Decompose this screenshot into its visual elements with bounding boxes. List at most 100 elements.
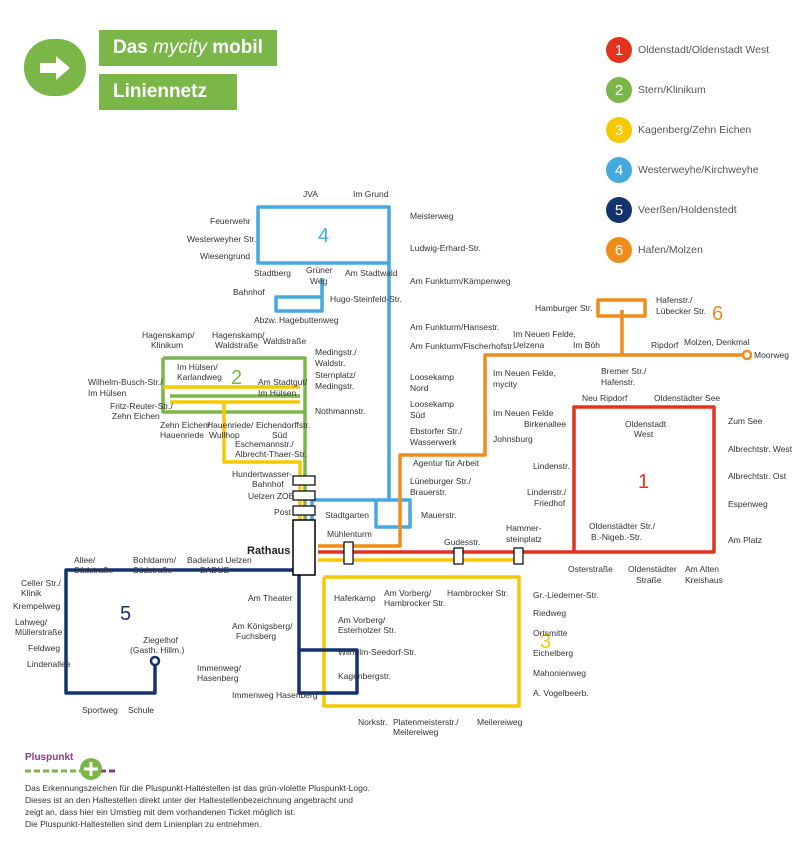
stop-stadtgarten: Stadtgarten xyxy=(325,510,369,520)
stop-am-funkturm-kaempen: Am Funkturm/Kämpenweg xyxy=(410,276,511,286)
line-4-number: 4 xyxy=(318,225,329,247)
stop-im-boeh: Im Böh xyxy=(573,340,600,350)
stop-hagenskamp-klinikum-2: Klinikum xyxy=(151,340,183,350)
stop-platenmeister-2: Meilereiweg xyxy=(393,727,439,737)
stop-mauerstr: Mauerstr. xyxy=(421,510,456,520)
stop-a-vogelbeerb: A. Vogelbeerb. xyxy=(533,688,589,698)
stop-im-huelsen-karl-1: Im Hülsen/ xyxy=(177,362,218,372)
stop-am-platz: Am Platz xyxy=(728,535,762,545)
stop-celler-1: Celler Str./ xyxy=(21,578,61,588)
stop-loosekamp-nord-2: Nord xyxy=(410,383,429,393)
stop-agentur: Agentur für Arbeit xyxy=(413,458,480,468)
stop-im-neuen-felde-mycity-2: mycity xyxy=(493,379,518,389)
page-subtitle: Liniennetz xyxy=(99,74,237,110)
stop-ziegelhof-2: (Gasth. Hillm.) xyxy=(130,645,184,655)
note-line-2: Dieses ist an den Haltestellen direkt un… xyxy=(25,795,353,805)
legend-item-6[interactable]: 6 Hafen/Molzen xyxy=(606,230,796,270)
line-5-number: 5 xyxy=(120,603,131,625)
stop-wiesengrund: Wiesengrund xyxy=(200,251,250,261)
page-title: Das mycity mobil xyxy=(99,30,277,66)
stop-bohldamm-2: Südstraße xyxy=(133,565,172,575)
stop-gruener-weg-1: Grüner xyxy=(306,265,333,275)
legend-label-5: Veerßen/Holdenstedt xyxy=(638,204,737,216)
muehlenturm-hub xyxy=(343,541,354,565)
stop-meilereiweg: Meilereiweg xyxy=(477,717,523,727)
stop-am-vorberg-est-1: Am Vorberg/ xyxy=(338,615,386,625)
stop-eichendorff-1: Eichendorffstr. xyxy=(256,420,310,430)
stop-medingstr-2: Waldstr. xyxy=(315,358,345,368)
stop-im-neuen-felde-uelzena-1: Im Neuen Felde, xyxy=(513,329,576,339)
stop-hammersteinplatz-2: steinplatz xyxy=(506,534,542,544)
stop-nothmannstr: Nothmannstr. xyxy=(315,406,366,416)
stop-badeland-1: Badeland Uelzen xyxy=(187,555,252,565)
stop-oldenst-nigeb-1: Oldenstädter Str./ xyxy=(589,521,656,531)
note-line-3: zeigt an, dass hier ein Umstieg mit dem … xyxy=(25,807,296,817)
post-hub xyxy=(292,505,316,516)
line-2-badge: 2 xyxy=(606,77,632,103)
line-3-badge: 3 xyxy=(606,117,632,143)
stop-wilhelm-seedorf: Wilhelm-Seedorf-Str. xyxy=(338,647,416,657)
rathaus-hub xyxy=(292,519,316,576)
stop-lindenallee: Lindenallee xyxy=(27,659,71,669)
line-5-route xyxy=(64,568,359,695)
stop-am-stadtgut-1: Am Stadtgut/ xyxy=(258,377,308,387)
stop-lueneburger-1: Lüneburger Str./ xyxy=(410,476,472,486)
legend-item-3[interactable]: 3 Kagenberg/Zehn Eichen xyxy=(606,110,796,150)
stop-bohldamm-1: Bohldamm/ xyxy=(133,555,177,565)
route-lines xyxy=(64,205,745,708)
line-3-route xyxy=(163,385,521,708)
stop-sternplatz-2: Medingstr. xyxy=(315,381,354,391)
stop-neu-ripdorf: Neu Ripdorf xyxy=(582,393,628,403)
stop-allee-2: Südstraße xyxy=(74,565,113,575)
stop-gruener-weg-2: Weg xyxy=(310,276,328,286)
stop-oldenst-strasse-2: Straße xyxy=(636,575,662,585)
stop-am-vorberg-hamb-2: Hambrocker Str. xyxy=(384,598,445,608)
legend-label-4: Westerweyhe/Kirchweyhe xyxy=(638,164,759,176)
stop-eschemann-2: Albrecht-Thaer-Str. xyxy=(235,449,307,459)
stop-loosekamp-sued-1: Loosekamp xyxy=(410,399,454,409)
stop-riedweg: Riedweg xyxy=(533,608,566,618)
stop-albrecht-west: Albrechtstr. West xyxy=(728,444,793,454)
stop-ziegelhof-1: Ziegelhof xyxy=(143,635,179,645)
stop-am-funkturm-fischer: Am Funkturm/Fischerhofstr. xyxy=(410,341,514,351)
stop-hafenstr-1: Hafenstr./ xyxy=(656,295,693,305)
stop-am-stadtgut-2: Im Hülsen xyxy=(258,388,297,398)
stop-espenweg: Espenweg xyxy=(728,499,768,509)
stop-zehn-eichen-2: Hauenriede xyxy=(160,430,204,440)
stop-molzen: Molzen, Denkmal xyxy=(684,337,750,347)
stop-im-neuen-felde-uelzena-2: Uelzena xyxy=(513,340,544,350)
stop-feuerwehr: Feuerwehr xyxy=(210,216,251,226)
stop-bremer-1: Bremer Str./ xyxy=(601,366,647,376)
stop-am-koenigsberg-2: Fuchsberg xyxy=(236,631,276,641)
stop-ortsmitte: Ortsmitte xyxy=(533,628,568,638)
stop-waldstrasse: Waldstraße xyxy=(263,336,306,346)
line-6-number: 6 xyxy=(712,303,723,325)
stop-hagenskamp-klinikum-1: Hagenskamp/ xyxy=(142,330,195,340)
stop-oldenstadt-west-2: West xyxy=(634,429,654,439)
stop-allee-1: Allee/ xyxy=(74,555,96,565)
line-6-route xyxy=(318,298,745,548)
line-6-badge: 6 xyxy=(606,237,632,263)
stop-johnsburg: Johnsburg xyxy=(493,434,533,444)
legend-label-6: Hafen/Molzen xyxy=(638,244,703,256)
stop-zum-see: Zum See xyxy=(728,416,763,426)
arrow-right-icon xyxy=(24,39,86,96)
legend-label-3: Kagenberg/Zehn Eichen xyxy=(638,124,752,136)
stop-am-alten-1: Am Alten xyxy=(685,564,719,574)
stop-am-stadtwald: Am Stadtwald xyxy=(345,268,398,278)
stop-gudesstr: Gudesstr. xyxy=(444,537,480,547)
stop-im-neuen-felde: Im Neuen Felde xyxy=(493,408,554,418)
line-2-route xyxy=(161,356,307,545)
stop-im-grund: Im Grund xyxy=(353,189,389,199)
line-4-route xyxy=(256,205,412,542)
stop-eichendorff-2: Süd xyxy=(272,430,287,440)
stop-zehn-eichen-1: Zehn Eichen/ xyxy=(160,420,211,430)
stop-hafenstr-2: Lübecker Str. xyxy=(656,306,706,316)
rathaus-label: Rathaus xyxy=(247,545,290,557)
title-suffix: mobil xyxy=(206,37,263,58)
